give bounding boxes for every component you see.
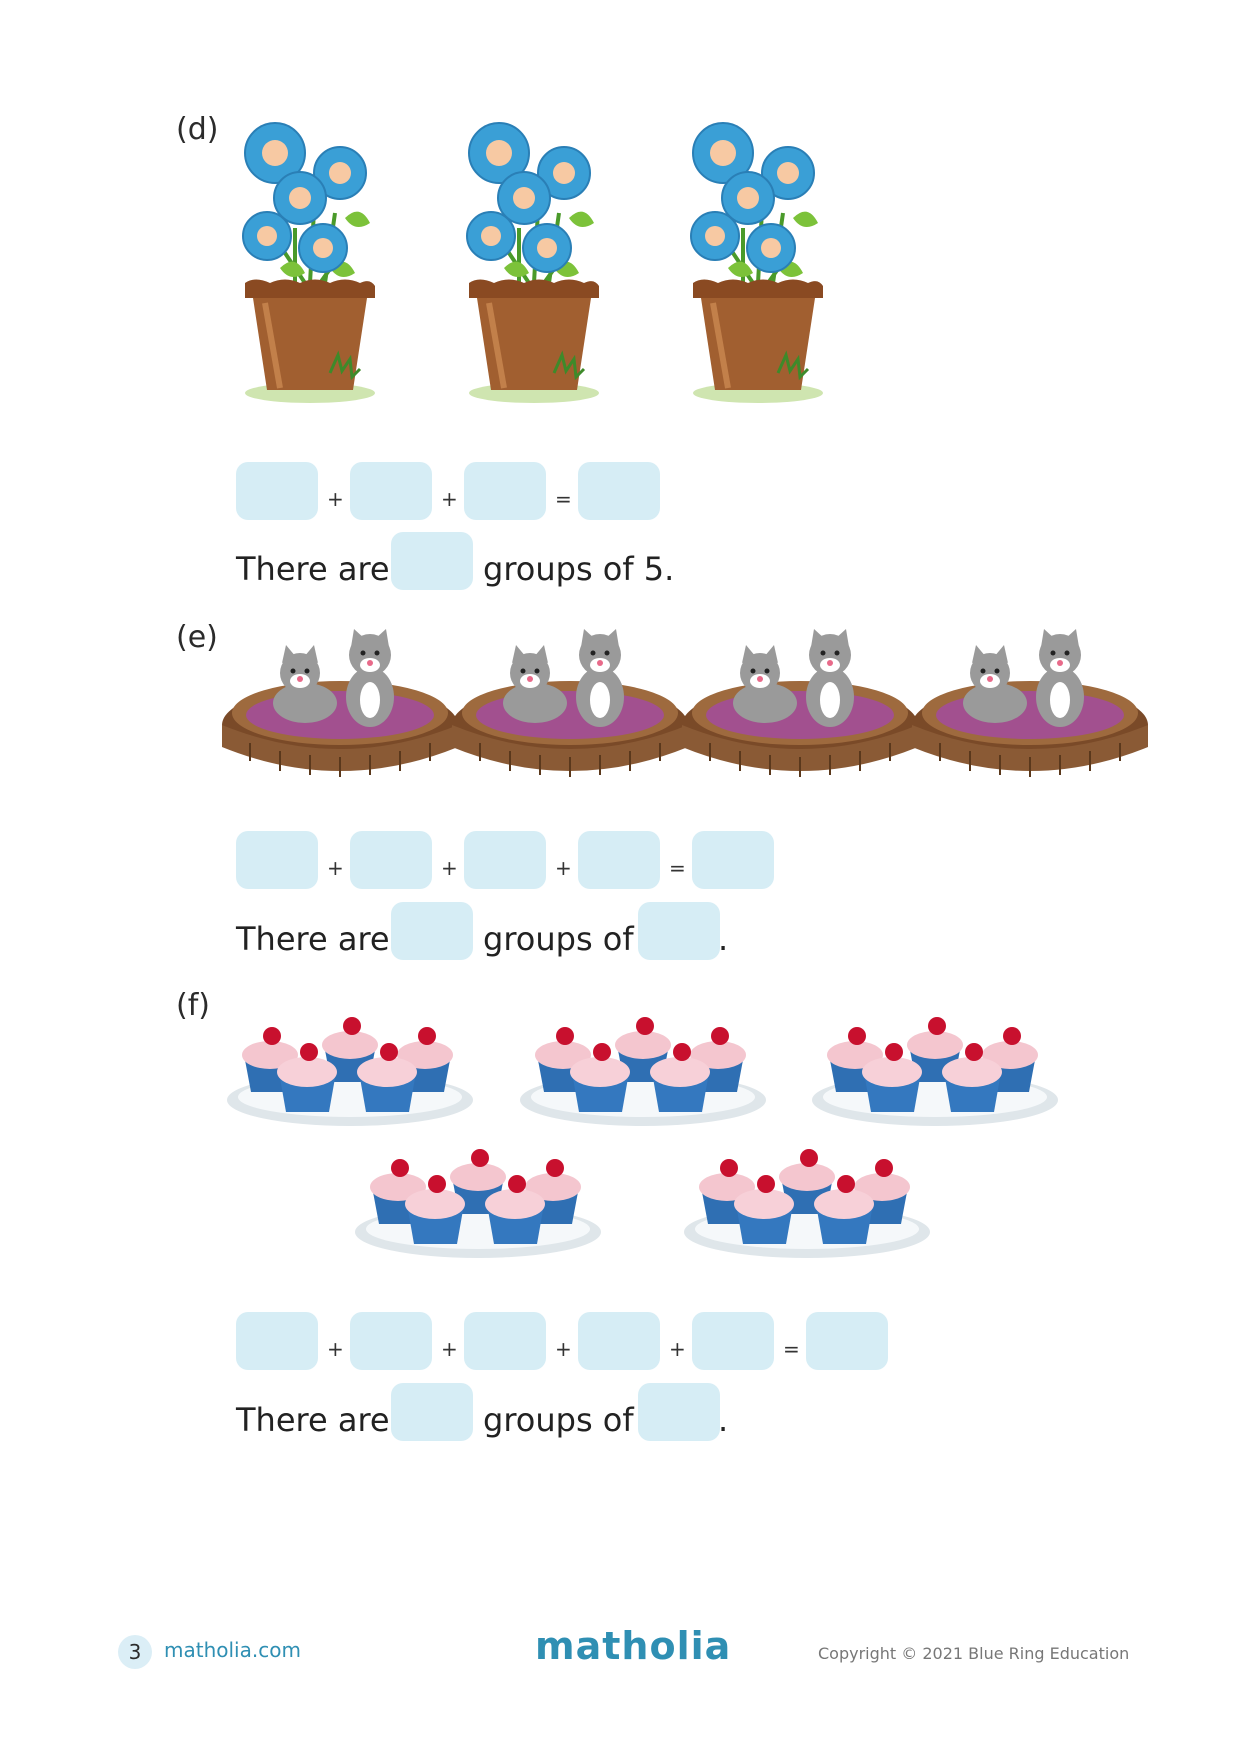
question-label-f: (f) (176, 988, 210, 1023)
answer-box-f-4[interactable] (578, 1312, 660, 1370)
cat-basket-icon (911, 628, 1149, 778)
answer-box-f-groups[interactable] (391, 1383, 473, 1441)
sentence-d-end: groups of 5. (483, 550, 675, 588)
answer-box-e-3[interactable] (464, 831, 546, 889)
equals-sign: = (783, 1337, 800, 1361)
flower-pot-icon (235, 118, 385, 418)
answer-box-f-3[interactable] (464, 1312, 546, 1370)
answer-box-d-groups[interactable] (391, 532, 473, 590)
flower-pot-icon (459, 118, 609, 418)
answer-box-f-2[interactable] (350, 1312, 432, 1370)
plus-sign: + (555, 1337, 572, 1361)
answer-box-f-size[interactable] (638, 1383, 720, 1441)
plus-sign: + (441, 487, 458, 511)
plus-sign: + (327, 1337, 344, 1361)
answer-box-e-groups[interactable] (391, 902, 473, 960)
flower-pot-icon (683, 118, 833, 418)
sentence-f-start: There are (236, 1401, 390, 1439)
answer-box-d-total[interactable] (578, 462, 660, 520)
equals-sign: = (669, 856, 686, 880)
answer-box-f-1[interactable] (236, 1312, 318, 1370)
sentence-e-start: There are (236, 920, 390, 958)
question-label-e: (e) (176, 620, 218, 655)
answer-box-d-3[interactable] (464, 462, 546, 520)
equals-sign: = (555, 487, 572, 511)
plus-sign: + (327, 487, 344, 511)
sentence-e-end: . (718, 920, 729, 958)
plus-sign: + (327, 856, 344, 880)
cupcake-plate-icon (520, 1017, 766, 1126)
cat-basket-icon (221, 628, 459, 778)
answer-box-e-total[interactable] (692, 831, 774, 889)
plus-sign: + (555, 856, 572, 880)
answer-box-e-size[interactable] (638, 902, 720, 960)
answer-box-e-2[interactable] (350, 831, 432, 889)
answer-box-d-1[interactable] (236, 462, 318, 520)
plus-sign: + (441, 856, 458, 880)
sentence-f-mid: groups of (483, 1401, 634, 1439)
cupcake-plate-icon (355, 1149, 601, 1258)
cupcake-plate-icon (812, 1017, 1058, 1126)
plus-sign: + (441, 1337, 458, 1361)
site-link[interactable]: matholia.com (164, 1638, 301, 1662)
answer-box-e-4[interactable] (578, 831, 660, 889)
cat-basket-icon (451, 628, 689, 778)
question-label-d: (d) (176, 112, 219, 147)
cupcake-plate-icon (684, 1149, 930, 1258)
matholia-logo: matholia (535, 1624, 732, 1668)
sentence-f-end: . (718, 1401, 729, 1439)
answer-box-e-1[interactable] (236, 831, 318, 889)
page-number: 3 (128, 1640, 142, 1664)
page-number-badge: 3 (118, 1635, 152, 1669)
sentence-e-mid: groups of (483, 920, 634, 958)
copyright-text: Copyright © 2021 Blue Ring Education (818, 1644, 1130, 1663)
answer-box-f-5[interactable] (692, 1312, 774, 1370)
answer-box-d-2[interactable] (350, 462, 432, 520)
sentence-d-start: There are (236, 550, 390, 588)
cupcake-plate-icon (227, 1017, 473, 1126)
answer-box-f-total[interactable] (806, 1312, 888, 1370)
plus-sign: + (669, 1337, 686, 1361)
cat-basket-icon (681, 628, 919, 778)
